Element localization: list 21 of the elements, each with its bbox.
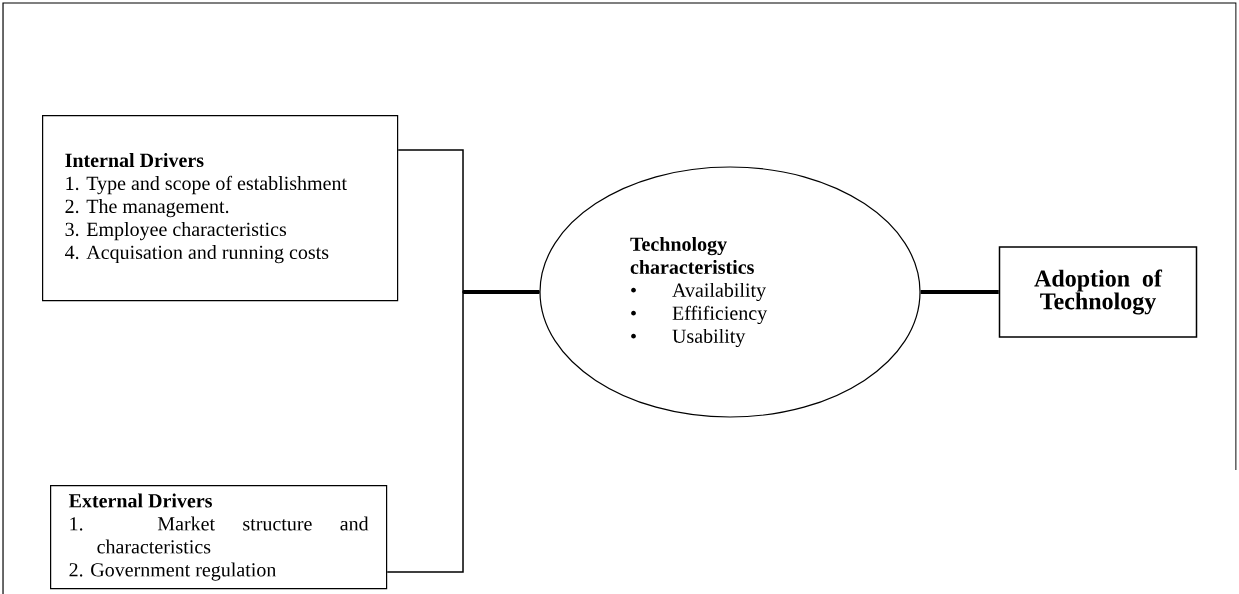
bullet: •	[631, 310, 636, 316]
connector-line	[463, 290, 540, 294]
heading: Technology characteristics	[630, 236, 754, 274]
list-item: 4. Acquisation and running costs	[65, 245, 329, 264]
list-item: 1. Type and scope of establishment	[66, 175, 347, 195]
list-item: Usability	[672, 328, 746, 348]
list-item: 2. The management.	[65, 199, 229, 218]
heading: External Drivers	[68, 493, 212, 508]
driver-box	[42, 115, 399, 302]
list-item: 1. Market structure and characteristics	[70, 516, 369, 554]
list-item: Availability	[672, 282, 766, 302]
ellipse	[539, 166, 921, 418]
list-item: 3. Employee characteristics	[65, 222, 287, 241]
bullet: •	[631, 333, 636, 339]
connector-line	[920, 290, 999, 294]
outcome-box: Adoption of Technology	[998, 246, 1198, 338]
list-item: Effificiency	[672, 305, 768, 325]
driver-box	[50, 485, 388, 590]
heading: Internal Drivers	[65, 153, 204, 168]
bullet: •	[631, 287, 636, 293]
list-item: 2. Government regulation	[69, 562, 277, 581]
